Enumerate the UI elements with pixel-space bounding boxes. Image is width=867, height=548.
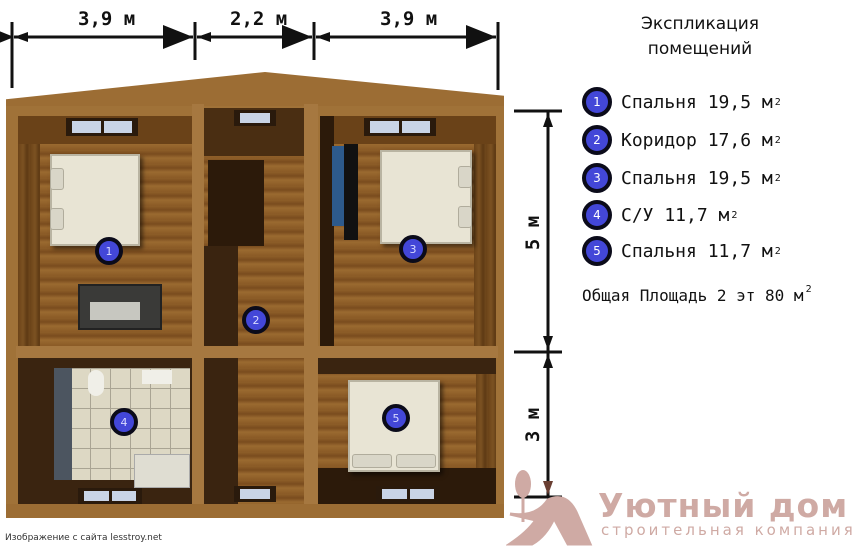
dimension-top-center: 2,2 м	[230, 8, 288, 30]
window	[66, 118, 138, 136]
wall-shade	[474, 116, 496, 346]
legend-marker-5: 5	[582, 236, 612, 266]
legend-marker-4: 4	[582, 200, 612, 230]
superscript: 2	[774, 245, 781, 257]
pillow	[458, 166, 472, 188]
dimension-top-right: 3,9 м	[380, 8, 438, 30]
logo-icon	[506, 470, 593, 546]
legend-marker-3: 3	[582, 163, 612, 193]
staircase	[208, 160, 264, 246]
room-marker-5: 5	[382, 404, 410, 432]
sink	[142, 370, 172, 384]
superscript: 2	[774, 172, 781, 184]
image-credit: Изображение с сайта lesstroy.net	[5, 533, 162, 543]
legend-label-5: Спальня 11,7 м	[621, 240, 773, 262]
partition-wall	[304, 104, 318, 510]
room-marker-1: 1	[95, 237, 123, 265]
legend-title-line1: Экспликация	[640, 14, 760, 34]
pillow	[50, 208, 64, 230]
room-bedroom-5: 5	[308, 358, 496, 508]
superscript: 2	[774, 96, 781, 108]
legend-label-3: Спальня 19,5 м	[621, 167, 773, 189]
room-marker-3: 3	[399, 235, 427, 263]
tv-unit	[344, 144, 358, 240]
pillow	[50, 168, 64, 190]
legend-marker-2: 2	[582, 125, 612, 155]
outer-wall-bottom	[6, 504, 504, 518]
wall-shade	[308, 358, 496, 374]
room-marker-4: 4	[110, 408, 138, 436]
wall-shade	[202, 246, 238, 508]
room-marker-2: 2	[242, 306, 270, 334]
room-bathroom: 4	[18, 358, 198, 508]
roof-edge	[6, 72, 504, 106]
room-bedroom-3: 3	[320, 116, 496, 346]
partition-wall	[16, 346, 498, 358]
pillow	[458, 206, 472, 228]
legend-label-1: Спальня 19,5 м	[621, 91, 773, 113]
wall-shade	[320, 116, 334, 346]
legend-label-4: С/У 11,7 м	[621, 204, 730, 226]
window	[234, 486, 276, 502]
window	[364, 118, 436, 136]
total-area-label: Общая Площадь 2 эт 80 м	[582, 286, 804, 305]
window	[78, 488, 142, 504]
dimension-right-upper: 5 м	[522, 215, 545, 251]
wardrobe	[332, 146, 346, 226]
desk-equipment	[78, 284, 162, 330]
partition-wall	[192, 104, 204, 510]
room-corridor: 2	[202, 108, 308, 508]
superscript: 2	[805, 284, 812, 295]
bed	[380, 150, 472, 244]
dimension-top-left: 3,9 м	[78, 8, 136, 30]
legend-marker-1: 1	[582, 87, 612, 117]
bed	[50, 154, 140, 246]
logo-title: Уютный дом	[598, 486, 849, 525]
room-bedroom-1: 1	[18, 116, 192, 346]
wall-shade	[54, 368, 72, 480]
legend-title-line2: помещений	[647, 39, 753, 59]
logo-subtitle: строительная компания	[601, 521, 856, 539]
superscript: 2	[731, 209, 738, 221]
legend-label-2: Коридор 17,6 м	[621, 129, 773, 151]
toilet	[88, 370, 104, 396]
wall-shade	[18, 116, 40, 346]
bathtub	[134, 454, 190, 488]
floor-plan: 1 2 3 4	[6, 68, 504, 518]
dimension-right-lower: 3 м	[522, 407, 545, 443]
superscript: 2	[774, 134, 781, 146]
window	[234, 110, 276, 126]
window	[376, 486, 440, 502]
pillow	[396, 454, 436, 468]
pillow	[352, 454, 392, 468]
printer	[90, 302, 140, 320]
